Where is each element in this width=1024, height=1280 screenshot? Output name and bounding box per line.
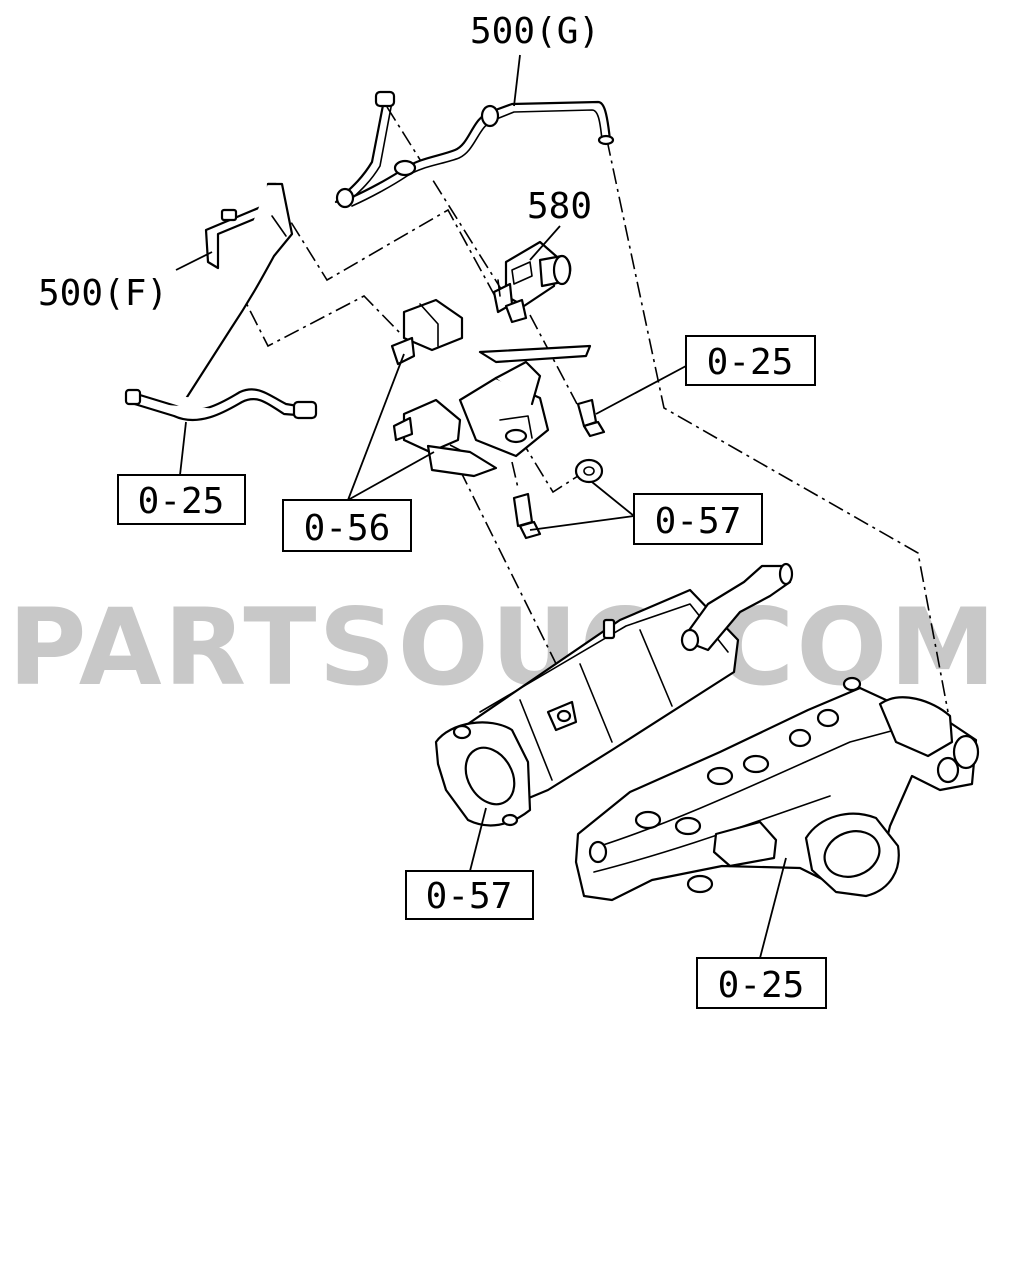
label-580: 580 [527, 186, 592, 227]
bolt-lower [512, 492, 542, 540]
svg-text:0-25: 0-25 [707, 342, 794, 383]
label-500f: 500(F) [38, 273, 168, 314]
callout-0-25-lower: 0-25 [696, 957, 827, 1009]
svg-text:0-25: 0-25 [718, 965, 805, 1006]
callout-0-25-left: 0-25 [117, 474, 246, 525]
label-500g: 500(G) [470, 11, 600, 52]
callout-0-56: 0-56 [282, 499, 412, 552]
nut [574, 458, 604, 484]
callout-0-25-upper: 0-25 [685, 335, 816, 386]
callout-0-57-lower: 0-57 [405, 870, 534, 920]
bolt-upper [576, 398, 606, 438]
leader-lines [175, 54, 787, 959]
egr-cooler [434, 562, 794, 827]
svg-text:0-56: 0-56 [304, 508, 391, 549]
svg-text:0-57: 0-57 [655, 501, 742, 542]
svg-text:0-57: 0-57 [426, 876, 513, 917]
egr-valve-assembly [390, 298, 592, 478]
watermark: PARTSOUQ.COM [8, 586, 998, 709]
manifold [574, 676, 980, 902]
hose-500g [334, 90, 615, 209]
solenoid-valve-580 [492, 240, 572, 324]
assembly-guide-lines [236, 106, 949, 713]
hose-500f [124, 182, 318, 422]
callout-0-57-upper: 0-57 [633, 493, 763, 545]
svg-text:0-25: 0-25 [138, 481, 225, 522]
